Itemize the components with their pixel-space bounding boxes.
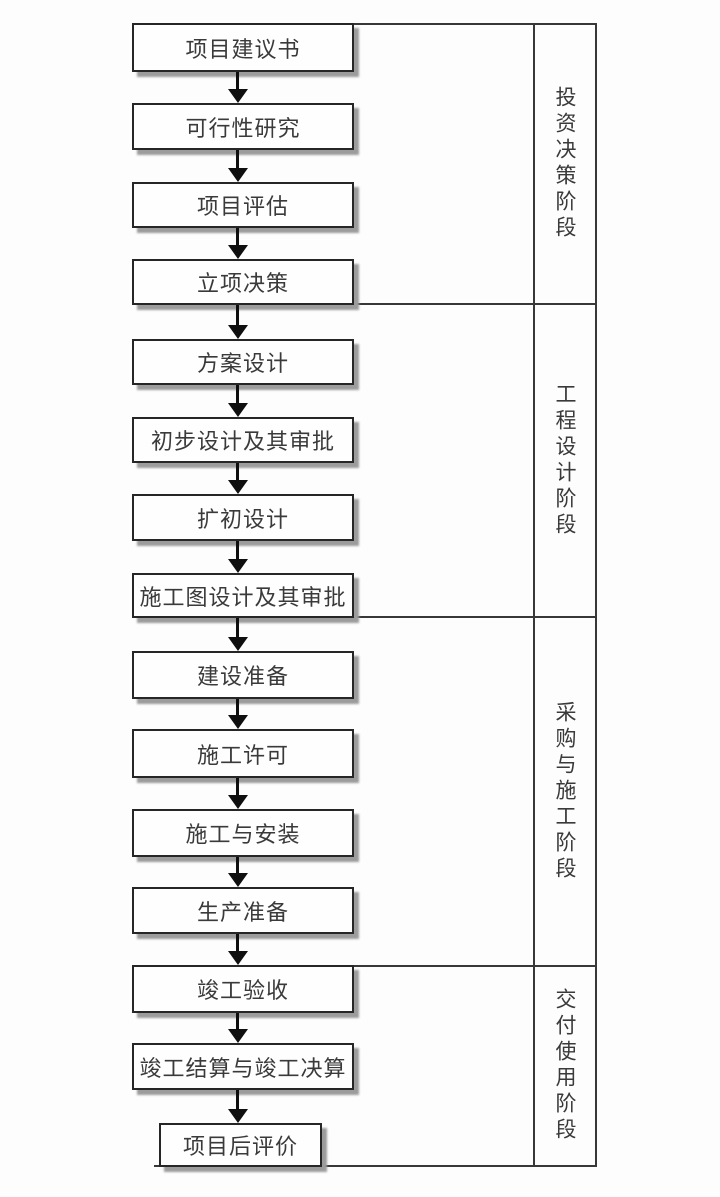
arrow-stem — [235, 72, 240, 89]
flow-arrow — [227, 699, 248, 729]
flow-box-label: 立项决策 — [196, 272, 289, 297]
flow-box-label: 项目后评价 — [182, 1135, 298, 1160]
flow-arrow — [227, 1090, 248, 1123]
flow-box-project-approval-decision: 立项决策 — [132, 259, 354, 305]
arrow-stem — [235, 541, 240, 559]
arrow-stem — [235, 150, 240, 168]
flow-box-label: 竣工验收 — [196, 979, 289, 1004]
flow-arrow — [227, 228, 248, 259]
flow-box-project-evaluation: 项目评估 — [132, 182, 354, 228]
flow-box-completion-settlement-and-final-accounts: 竣工结算与竣工决算 — [132, 1043, 354, 1090]
stage-cell-engineering-design: 工程设计阶段 — [535, 305, 595, 616]
flow-box-label: 施工图设计及其审批 — [139, 585, 347, 611]
connector-line — [154, 1165, 534, 1167]
flow-arrow — [227, 72, 248, 103]
stage-divider — [535, 303, 595, 305]
flow-box-label: 项目建议书 — [185, 37, 301, 63]
arrow-stem — [235, 857, 240, 873]
flow-box-post-project-evaluation: 项目后评价 — [159, 1123, 322, 1167]
flow-box-construction-preparation: 建设准备 — [132, 651, 354, 699]
stage-label: 采购与施工阶段 — [553, 700, 577, 883]
flow-box-construction-permit: 施工许可 — [132, 729, 354, 778]
stage-column: 投资决策阶段 工程设计阶段 采购与施工阶段 交付使用阶段 — [533, 23, 597, 1167]
stage-label: 交付使用阶段 — [553, 988, 577, 1144]
flow-box-label: 扩初设计 — [196, 507, 289, 533]
down-arrow-icon — [227, 715, 248, 729]
arrow-stem — [235, 1013, 240, 1029]
flow-box-extended-preliminary-design: 扩初设计 — [132, 494, 354, 541]
flow-box-label: 施工与安装 — [185, 823, 301, 848]
arrow-stem — [235, 463, 240, 480]
down-arrow-icon — [227, 1109, 248, 1123]
flow-box-construction-and-installation: 施工与安装 — [132, 809, 354, 857]
down-arrow-icon — [227, 403, 248, 417]
down-arrow-icon — [227, 637, 248, 651]
flow-box-label: 施工许可 — [196, 743, 289, 769]
flow-box-label: 初步设计及其审批 — [150, 430, 335, 455]
flow-arrow — [227, 857, 248, 887]
flow-box-scheme-design: 方案设计 — [132, 339, 354, 385]
flow-box-label: 生产准备 — [196, 900, 289, 926]
flow-box-construction-drawing-design-and-approval: 施工图设计及其审批 — [132, 573, 354, 618]
flow-box-completion-acceptance: 竣工验收 — [132, 965, 354, 1013]
down-arrow-icon — [227, 951, 248, 965]
flow-arrow — [227, 463, 248, 494]
down-arrow-icon — [227, 1029, 248, 1043]
arrow-stem — [235, 305, 240, 325]
flow-arrow — [227, 150, 248, 182]
down-arrow-icon — [227, 480, 248, 494]
flow-arrow — [227, 778, 248, 809]
flow-arrow — [227, 1013, 248, 1043]
flow-arrow — [227, 305, 248, 339]
arrow-stem — [235, 1090, 240, 1109]
flow-box-project-proposal: 项目建议书 — [132, 23, 354, 72]
arrow-stem — [235, 618, 240, 637]
flow-box-label: 建设准备 — [196, 665, 289, 690]
connector-line — [352, 23, 534, 25]
connector-line — [352, 965, 534, 967]
flow-arrow — [227, 934, 248, 965]
flow-box-label: 项目评估 — [196, 195, 289, 220]
stage-label: 工程设计阶段 — [553, 382, 577, 539]
arrow-stem — [235, 699, 240, 715]
flow-box-preliminary-design-and-approval: 初步设计及其审批 — [132, 417, 354, 463]
stage-cell-handover-and-use: 交付使用阶段 — [535, 967, 595, 1165]
flow-box-production-preparation: 生产准备 — [132, 887, 354, 934]
arrow-stem — [235, 228, 240, 245]
flow-box-label: 竣工结算与竣工决算 — [139, 1056, 347, 1082]
flow-box-feasibility-study: 可行性研究 — [132, 103, 354, 150]
flow-box-label: 可行性研究 — [185, 116, 301, 142]
down-arrow-icon — [227, 89, 248, 103]
stage-cell-procurement-and-construction: 采购与施工阶段 — [535, 618, 595, 965]
stage-divider — [535, 965, 595, 967]
down-arrow-icon — [227, 325, 248, 339]
flow-arrow — [227, 618, 248, 651]
flow-arrow — [227, 385, 248, 417]
stage-label: 投资决策阶段 — [553, 86, 577, 242]
stage-divider — [535, 616, 595, 618]
arrow-stem — [235, 778, 240, 795]
arrow-stem — [235, 934, 240, 951]
down-arrow-icon — [227, 873, 248, 887]
connector-line — [352, 303, 534, 305]
arrow-stem — [235, 385, 240, 403]
down-arrow-icon — [227, 245, 248, 259]
down-arrow-icon — [227, 168, 248, 182]
flow-arrow — [227, 541, 248, 573]
connector-line — [352, 616, 534, 618]
down-arrow-icon — [227, 559, 248, 573]
down-arrow-icon — [227, 795, 248, 809]
stage-cell-investment-decision: 投资决策阶段 — [535, 25, 595, 303]
flow-box-label: 方案设计 — [196, 352, 289, 377]
